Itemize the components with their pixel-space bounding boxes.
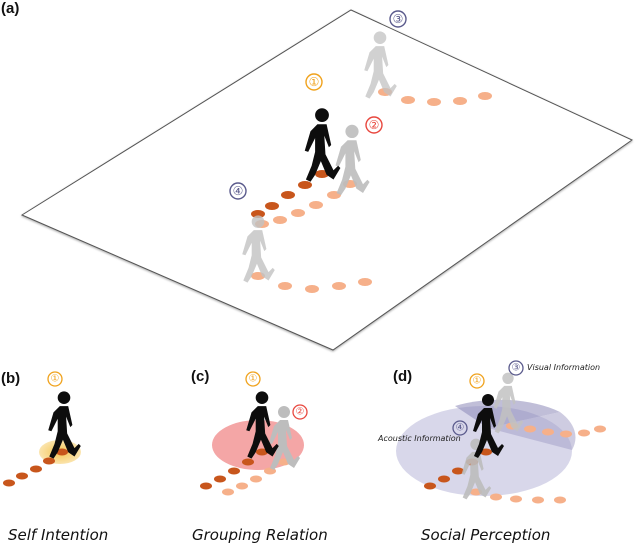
trail-agent-1	[251, 170, 329, 218]
caption-self-intention: Self Intention	[8, 526, 108, 544]
agent-1-marker-c: ①	[245, 371, 261, 387]
agent-4-marker-d: ④	[452, 420, 468, 436]
caption-social-perception: Social Perception	[421, 526, 550, 544]
agent-2-marker-c: ②	[292, 404, 308, 420]
svg-text:①: ①	[51, 374, 60, 385]
svg-text:②: ②	[296, 407, 305, 418]
panel-c: (c) ① ② Grouping Relation	[191, 368, 328, 544]
svg-text:③: ③	[393, 12, 404, 26]
svg-text:④: ④	[233, 184, 244, 198]
agent-1-marker-b: ①	[47, 371, 63, 387]
trail-group-dark	[200, 448, 268, 490]
agent-1-marker: ①	[305, 73, 323, 91]
trail-self	[3, 448, 68, 487]
agent-3-marker: ③	[389, 10, 407, 28]
agent-4-marker: ④	[229, 182, 247, 200]
svg-text:①: ①	[309, 75, 320, 89]
panel-b: (b) ① Self Intention	[1, 370, 108, 544]
panel-c-label: (c)	[191, 368, 209, 385]
panel-a: (a)	[1, 0, 633, 351]
panel-a-label: (a)	[1, 0, 19, 17]
svg-text:④: ④	[456, 423, 465, 434]
agent-1-marker-d: ①	[469, 373, 485, 389]
svg-text:②: ②	[369, 118, 380, 132]
svg-text:①: ①	[249, 374, 258, 385]
acoustic-information-label: Acoustic Information	[377, 434, 461, 443]
agent-3-marker-d: ③	[508, 360, 524, 376]
visual-information-label: Visual Information	[527, 363, 600, 372]
agent-2-marker: ②	[365, 116, 383, 134]
trail-group-light	[222, 458, 290, 496]
caption-grouping-relation: Grouping Relation	[192, 526, 328, 544]
ground-plane	[20, 9, 633, 351]
trail-agent-4	[251, 272, 372, 293]
trail-agent-2	[255, 180, 357, 228]
panel-b-label: (b)	[1, 370, 20, 387]
panel-d: (d) ①	[377, 360, 606, 544]
svg-text:③: ③	[512, 363, 521, 374]
svg-text:①: ①	[473, 376, 482, 387]
trail-perception-light	[470, 422, 606, 504]
panel-d-label: (d)	[393, 368, 412, 385]
